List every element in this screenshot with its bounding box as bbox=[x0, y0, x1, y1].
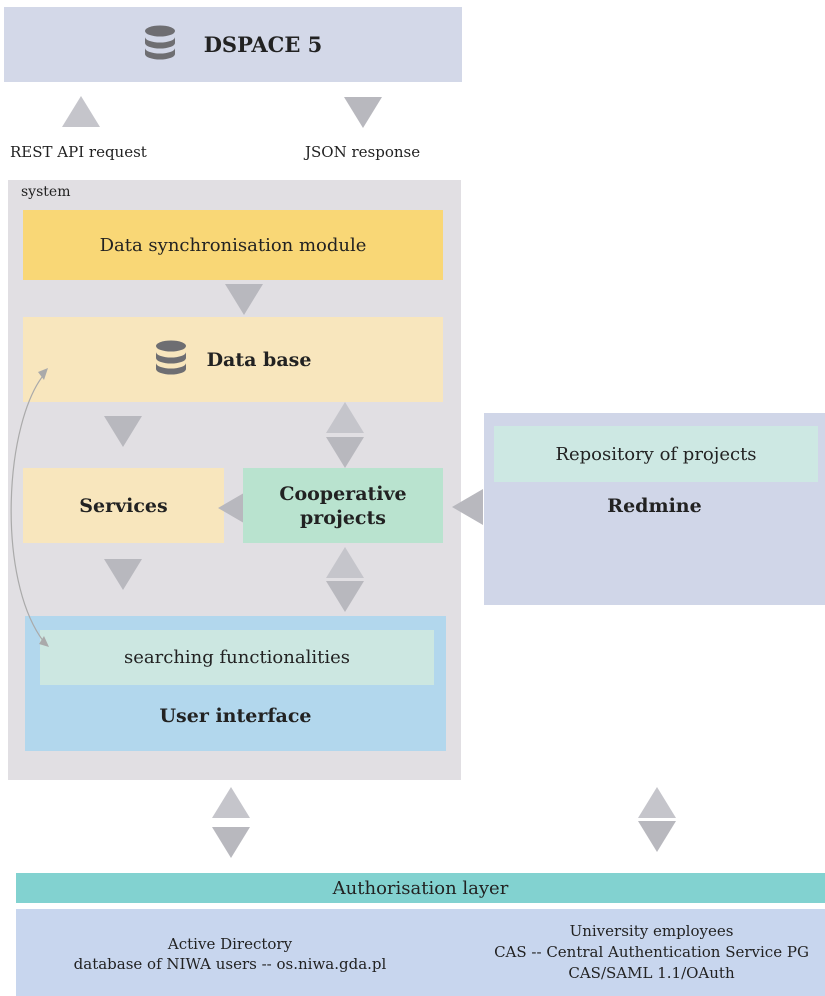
coop-projects-label: Cooperative projects bbox=[279, 482, 407, 529]
active-directory-block: Active Directory database of NIWA users … bbox=[40, 922, 420, 986]
redmine-auth-arrow-down bbox=[638, 821, 676, 852]
services-ui-arrow-down bbox=[104, 559, 142, 590]
authorisation-layer-label: Authorisation layer bbox=[332, 877, 509, 899]
database-icon bbox=[144, 25, 176, 65]
coop-ui-arrow-down bbox=[326, 581, 364, 612]
search-functionalities-label: searching functionalities bbox=[124, 647, 350, 668]
coop-projects-box: Cooperative projects bbox=[243, 468, 443, 543]
system-label: system bbox=[21, 184, 71, 200]
university-block: University employees CAS -- Central Auth… bbox=[478, 917, 825, 987]
authorisation-layer-bar: Authorisation layer bbox=[16, 873, 825, 903]
repository-label: Repository of projects bbox=[555, 443, 757, 465]
rest-api-label: REST API request bbox=[10, 143, 147, 161]
services-box: Services bbox=[23, 468, 224, 543]
redmine-to-coop-arrow bbox=[452, 489, 483, 525]
json-response-label: JSON response bbox=[305, 143, 421, 161]
system-auth-arrow-up bbox=[212, 787, 250, 818]
database-box: Data base bbox=[23, 317, 443, 402]
dspace-box: DSPACE 5 bbox=[4, 7, 462, 82]
db-coop-arrow-down bbox=[326, 437, 364, 468]
response-arrow-down bbox=[344, 97, 382, 128]
sync-arrow-down bbox=[225, 284, 263, 315]
active-directory-title: Active Directory bbox=[167, 935, 293, 953]
database-icon bbox=[155, 340, 187, 380]
auth-providers-box bbox=[16, 909, 825, 996]
coop-ui-arrow-up bbox=[326, 547, 364, 578]
request-arrow-up bbox=[62, 96, 100, 127]
repository-box: Repository of projects bbox=[494, 426, 818, 482]
sync-module: Data synchronisation module bbox=[23, 210, 443, 280]
cas-desc: CAS -- Central Authentication Service PG bbox=[494, 942, 809, 961]
active-directory-desc: database of NIWA users -- os.niwa.gda.pl bbox=[73, 955, 387, 973]
sync-module-label: Data synchronisation module bbox=[99, 234, 367, 256]
user-interface-label: User interface bbox=[159, 705, 312, 727]
redmine-label: Redmine bbox=[607, 495, 702, 517]
db-search-curved-arrow bbox=[10, 368, 49, 647]
search-functionalities-box: searching functionalities bbox=[40, 630, 434, 685]
university-title: University employees bbox=[569, 921, 734, 940]
dspace-title: DSPACE 5 bbox=[203, 32, 323, 57]
database-label: Data base bbox=[206, 348, 312, 371]
db-services-arrow-down bbox=[104, 416, 142, 447]
cas-protocols: CAS/SAML 1.1/OAuth bbox=[568, 963, 735, 982]
redmine-auth-arrow-up bbox=[638, 787, 676, 818]
db-coop-arrow-up bbox=[326, 402, 364, 433]
system-auth-arrow-down bbox=[212, 827, 250, 858]
services-label: Services bbox=[79, 494, 168, 517]
